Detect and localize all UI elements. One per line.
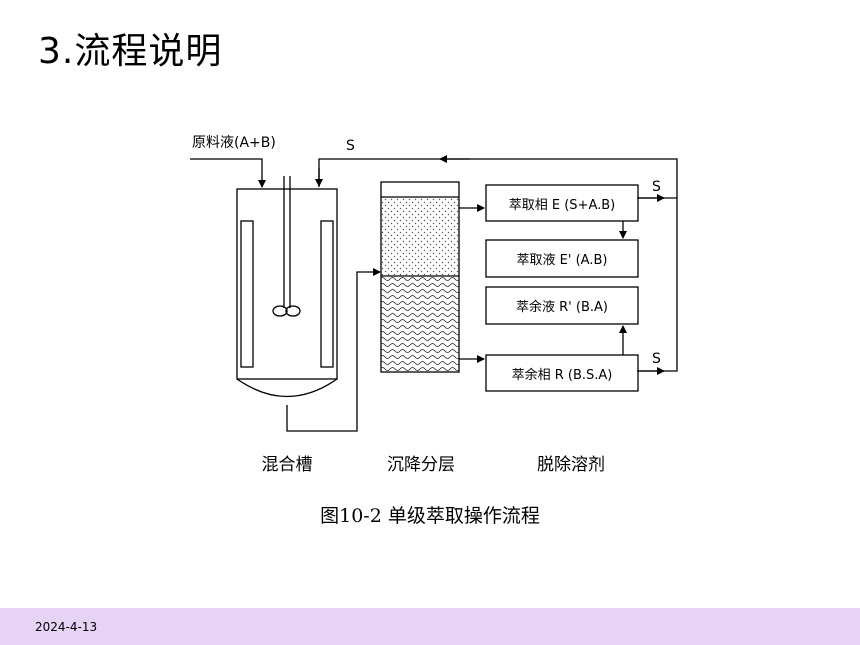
settler-light-phase [381,198,459,276]
feed-label: 原料液(A+B) [192,135,276,151]
slide-title: 3.流程说明 [38,31,223,72]
extract-phase-label: 萃取相 E (S+A.B) [509,198,615,213]
mixer-baffle-left [240,220,254,368]
mixer-baffle-right [320,220,334,368]
section-solvent-removal-label: 脱除溶剂 [537,455,605,475]
solvent-recycle-label: S [346,138,355,154]
footer-bar: 2024-4-13 [0,608,860,645]
single-stage-extraction-diagram: 原料液(A+B) S S S 萃取相 E (S+A.B) 萃取液 E' (A.B… [190,135,678,475]
extract-liquid-box [485,239,639,278]
section-mixer-label: 混合槽 [262,455,313,475]
mixer-bottom [236,378,338,398]
settler-heavy-phase [381,277,459,372]
figure-caption: 图10-2 单级萃取操作流程 [320,505,540,527]
section-settler-label: 沉降分层 [387,455,455,475]
feed-line [190,158,266,188]
solvent-out-bottom-label: S [652,351,661,367]
mixer-tank [236,188,338,380]
raffinate-liquid-box [485,286,639,325]
agitator-blade-left [272,305,288,317]
extract-liquid-label: 萃取液 E' (A.B) [517,253,608,268]
solvent-out-top-label: S [652,179,661,195]
raffinate-phase-box [485,354,639,392]
extract-phase-box [485,184,639,222]
mixer-outlet-line [286,268,381,432]
raffinate-liquid-label: 萃余液 R' (B.A) [516,299,608,315]
footer-date: 2024-4-13 [35,620,98,634]
raffinate-phase-label: 萃余相 R (B.S.A) [512,367,613,383]
agitator-blade-right [285,305,301,317]
